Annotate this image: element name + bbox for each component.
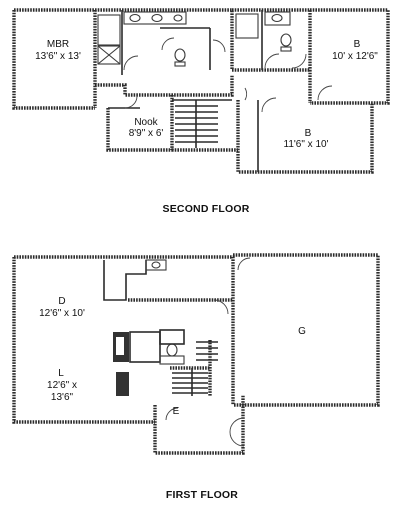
caption-first-floor: FIRST FLOOR — [166, 489, 238, 501]
caption-second-floor: SECOND FLOOR — [163, 203, 250, 215]
room-label-mbr: MBR — [47, 39, 69, 50]
room-dims-living-line1: 12'6" x — [47, 380, 77, 391]
room-label-bedroom-lower: B — [305, 128, 312, 139]
room-label-nook: Nook — [134, 117, 158, 128]
room-label-living: L — [58, 368, 64, 379]
room-dims-nook: 8'9" x 6' — [129, 128, 164, 139]
room-dims-dining: 12'6" x 10' — [39, 308, 85, 319]
room-label-garage: G — [298, 326, 306, 337]
room-dims-bedroom-lower: 11'6" x 10' — [284, 139, 329, 150]
room-dims-mbr: 13'6" x 13' — [35, 51, 81, 62]
room-label-bedroom-right: B — [354, 39, 361, 50]
room-dims-living-line2: 13'6" — [51, 392, 74, 403]
room-dims-bedroom-right: 10' x 12'6" — [332, 51, 378, 62]
room-label-entry: E — [173, 406, 180, 417]
stair-treads-second — [175, 100, 218, 148]
first-floor-plan — [12, 253, 380, 455]
room-label-dining: D — [58, 296, 65, 307]
stair-treads-first — [172, 341, 218, 396]
second-floor-plan — [12, 8, 390, 174]
